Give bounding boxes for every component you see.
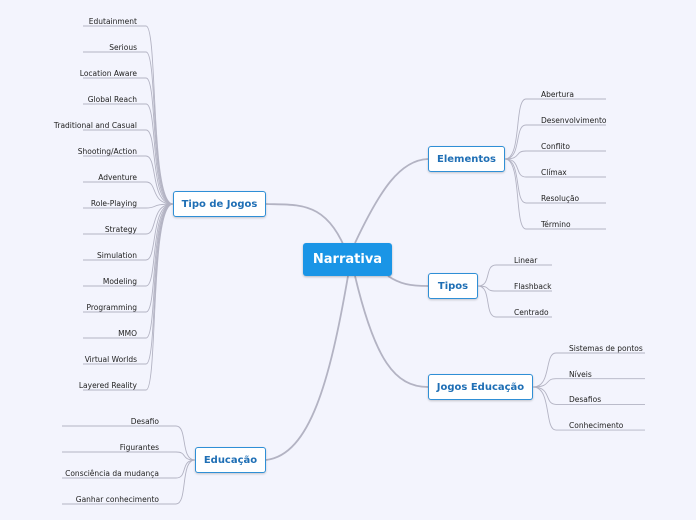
leaf-topic[interactable]: Location Aware [79,69,137,78]
topic-jogos-educacao[interactable]: Jogos Educação [428,374,533,400]
leaf-topic[interactable]: Shooting/Action [77,147,137,156]
leaf-connector [83,203,174,261]
leaf-topic[interactable]: Desenvolvimento [541,116,607,125]
leaf-topic[interactable]: MMO [118,329,137,338]
leaf-connector [62,459,196,505]
leaf-topic[interactable]: Clímax [541,168,567,177]
leaf-connector [532,352,645,388]
leaf-connector [83,25,174,205]
leaf-topic[interactable]: Strategy [104,225,137,234]
leaf-topic[interactable]: Desafio [130,417,159,426]
leaf-connector [504,158,606,178]
leaf-connector [532,386,645,405]
leaf-topic[interactable]: Programming [86,303,137,312]
leaf-connector [504,98,606,160]
leaf-topic[interactable]: Níveis [569,369,592,379]
leaf-connector [504,150,606,160]
leaf-connector [62,425,196,461]
connector-jogos-educacao [354,275,429,388]
leaf-topic[interactable]: Resolução [541,194,580,203]
leaf-connector [504,158,606,204]
topic-tipos[interactable]: Tipos [428,273,478,299]
leaf-topic[interactable]: Centrado [514,308,549,317]
leaf-topic[interactable]: Término [541,220,571,229]
leaf-topic[interactable]: Modeling [102,277,137,286]
leaf-connector [62,451,196,461]
connector-tipos [387,275,429,287]
topic-educacao[interactable]: Educação [195,447,266,473]
leaf-connector [83,77,174,205]
leaf-connector [532,378,645,388]
leaf-topic[interactable]: Traditional and Casual [53,121,137,130]
leaf-topic[interactable]: Sistemas de pontos [569,344,643,353]
leaf-connector [83,203,174,391]
leaf-connector [83,103,174,205]
leaf-topic[interactable]: Figurantes [119,443,159,452]
leaf-topic[interactable]: Role-Playing [90,199,137,208]
leaf-connector [83,181,174,205]
connector-educacao [265,275,349,461]
leaf-topic[interactable]: Conflito [541,142,570,151]
leaf-topic[interactable]: Edutainment [88,17,137,26]
leaf-connector [83,51,174,205]
topic-elementos[interactable]: Elementos [428,146,505,172]
leaf-topic[interactable]: Adventure [98,173,137,182]
leaf-connector [504,158,606,230]
connector-elementos [354,158,429,244]
leaf-connector [83,155,174,205]
leaf-topic[interactable]: Virtual Worlds [84,355,137,364]
leaf-connector [504,124,606,160]
leaf-connector [532,386,645,431]
leaf-topic[interactable]: Flashback [514,282,552,291]
leaf-connector [83,129,174,205]
leaf-connector [83,203,174,235]
leaf-connector [477,285,552,292]
leaf-topic[interactable]: Layered Reality [78,381,137,390]
central-topic-narrativa[interactable]: Narrativa [303,243,392,276]
leaf-connector [62,459,196,479]
leaf-topic[interactable]: Serious [109,43,137,52]
leaf-connector [477,264,552,287]
leaf-topic[interactable]: Simulation [97,251,137,260]
leaf-topic[interactable]: Abertura [541,90,574,99]
leaf-topic[interactable]: Consciência da mudança [65,469,159,478]
leaf-topic[interactable]: Linear [514,256,538,265]
topic-tipo-de-jogos[interactable]: Tipo de Jogos [173,191,266,217]
leaf-topic[interactable]: Global Reach [87,95,137,104]
leaf-topic[interactable]: Conhecimento [569,421,624,431]
leaf-connector [83,203,174,209]
leaf-topic[interactable]: Ganhar conhecimento [75,495,159,504]
leaf-connector [477,285,552,318]
leaf-topic[interactable]: Desafios [569,395,602,405]
